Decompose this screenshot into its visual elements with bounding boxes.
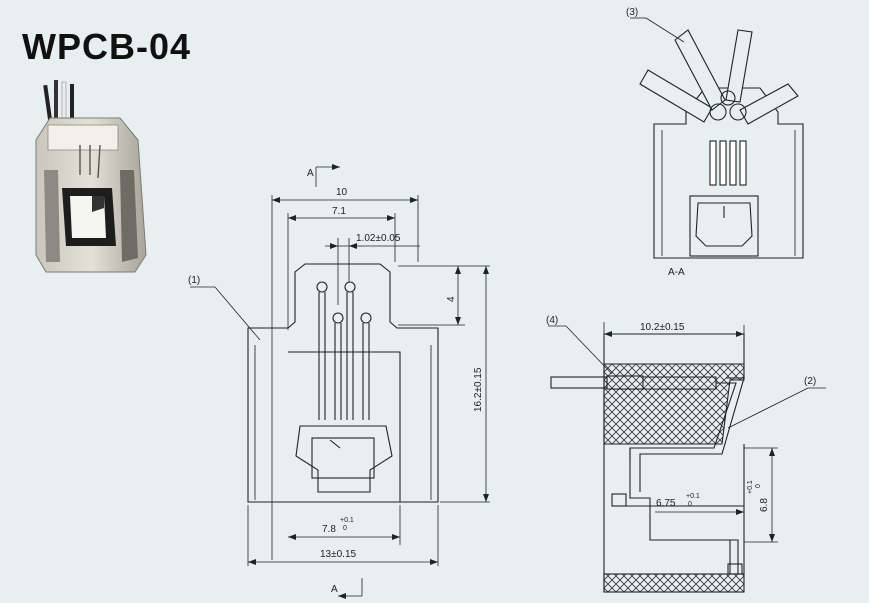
side-dim-slot-tol-low: 0 <box>688 501 692 508</box>
side-dim-length: 10.2±0.15 <box>640 322 685 333</box>
dim-width-inner: 7.1 <box>332 206 346 217</box>
callout-1: (1) <box>188 275 200 286</box>
dim-height: 16.2±0.15 <box>473 367 484 412</box>
dim-opening-main: 7.8 <box>322 524 336 535</box>
callout-4: (4) <box>546 315 558 326</box>
dim-width-outer: 10 <box>336 187 348 198</box>
callout-3: (3) <box>626 7 638 18</box>
front-view <box>190 166 490 597</box>
product-title: WPCB-04 <box>22 26 192 67</box>
section-mark-top: A <box>307 168 314 179</box>
dim-opening-tol-low: 0 <box>343 525 347 532</box>
rj11-jack-photo <box>35 80 147 273</box>
side-dim-height: 6.8 <box>759 498 770 512</box>
callout-2: (2) <box>804 376 816 387</box>
dim-top-step: 4 <box>446 296 457 302</box>
side-dim-slot: 6.75 <box>656 498 676 509</box>
section-mark-bottom: A <box>331 584 338 595</box>
dim-pitch: 1.02±0.05 <box>356 233 401 244</box>
section-view <box>630 17 804 259</box>
section-label: A-A <box>668 267 685 278</box>
side-dim-slot-tol: +0.1 <box>686 493 700 500</box>
front-arrowheads <box>248 164 489 599</box>
side-dim-height-tol-low: 0 <box>755 484 762 488</box>
dim-base-width: 13±0.15 <box>320 549 357 560</box>
side-view <box>548 322 826 593</box>
dim-opening-tol: +0.1 <box>340 517 354 524</box>
side-dim-height-tol: +0.1 <box>747 480 754 494</box>
